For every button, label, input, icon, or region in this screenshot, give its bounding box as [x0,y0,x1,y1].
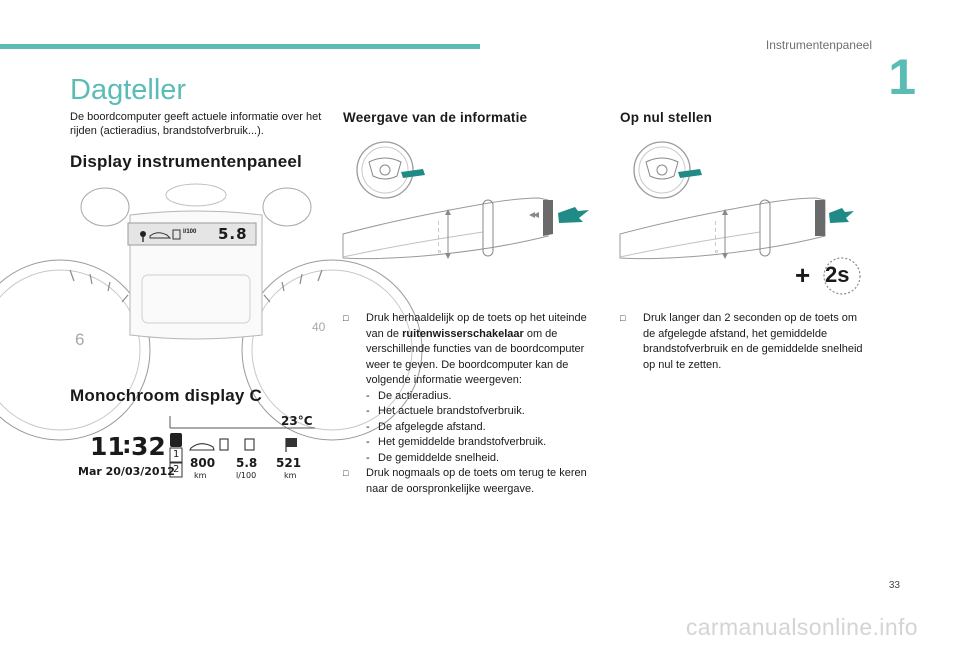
chapter-number: 1 [888,49,916,105]
svg-text:l: l [715,235,716,241]
bullet-marker-icon: □ [343,313,349,323]
mono-date: Mar 20/03/2012 [78,465,175,478]
gauge-tick-40: 40 [312,320,326,334]
svg-text:l: l [438,228,439,234]
mono-value-3: 521 [276,456,302,470]
instrument-display-heading: Display instrumentenpaneel [70,152,302,171]
svg-text:l: l [715,228,716,234]
svg-text:o: o [438,249,441,255]
info-bullet-1: □ Druk herhaaldelijk op de toets op het … [343,311,601,389]
plus-sign: + [795,260,811,290]
svg-text:l: l [438,221,439,227]
info-bullet-2: □ Druk nogmaals op de toets om terug te … [343,467,587,495]
page-title: Dagteller [70,74,187,106]
mono-display-illustration: 11 : 32 Mar 20/03/2012 23°C 1 2 800 km 5… [70,414,322,494]
mono-row-2: 2 [173,464,180,475]
mono-unit-3: km [284,471,297,480]
svg-text:l: l [438,235,439,241]
info-item: -De gemiddelde snelheid. [366,451,500,464]
reset-body: □ Druk langer dan 2 seconden op de toets… [620,311,872,373]
display-unit: l/100 [183,229,197,235]
info-bullet-1-text-b: om de verschillende functies van de boor… [366,327,585,387]
info-item: -Het actuele brandstofverbruik. [366,405,525,417]
svg-text:l: l [715,221,716,227]
info-item: -De actieradius. [366,389,452,402]
instrument-panel-illustration: l/100 5.8 6 40 [0,183,423,441]
bullet-marker-icon: □ [343,468,349,478]
mono-value-2: 5.8 [236,456,258,470]
svg-text:o: o [715,249,718,255]
gauge-tick-6: 6 [75,330,85,349]
mono-value-1: 800 [190,456,216,470]
watermark: carmanualsonline.info [685,614,918,640]
mono-time-separator: : [122,431,132,459]
section-title: Instrumentenpaneel [765,38,872,52]
info-body: □ Druk herhaaldelijk op de toets op het … [343,311,601,497]
info-bullet-1-text-a: Druk herhaaldelijk op de toets op het ui… [366,312,587,340]
mono-unit-1: km [194,471,207,480]
header-accent-bar [0,44,480,49]
reset-heading: Op nul stellen [620,110,713,125]
intro-text: De boordcomputer geeft actuele informati… [70,111,322,137]
mono-time-hours: 11 [90,432,125,461]
display-value: 5.8 [218,225,248,243]
reset-bullet-1: □ Druk langer dan 2 seconden op de toets… [620,312,863,371]
two-seconds-badge: 2s [825,262,850,287]
mono-time-minutes: 32 [131,432,166,461]
svg-text:l: l [438,242,439,248]
mono-row-1: 1 [173,449,180,460]
svg-text:l: l [715,242,716,248]
mono-unit-2: l/100 [236,471,257,480]
mono-display-heading: Monochroom display C [70,386,262,405]
page-number: 33 [888,580,900,591]
info-bullet-1-bold: ruitenwisserschakelaar [402,327,524,340]
mono-temperature: 23°C [281,414,313,428]
info-item: -De afgelegde afstand. [366,420,486,433]
info-item: -Het gemiddelde brandstofverbruik. [366,436,547,448]
bullet-marker-icon: □ [620,313,626,323]
info-heading: Weergave van de informatie [343,110,528,125]
